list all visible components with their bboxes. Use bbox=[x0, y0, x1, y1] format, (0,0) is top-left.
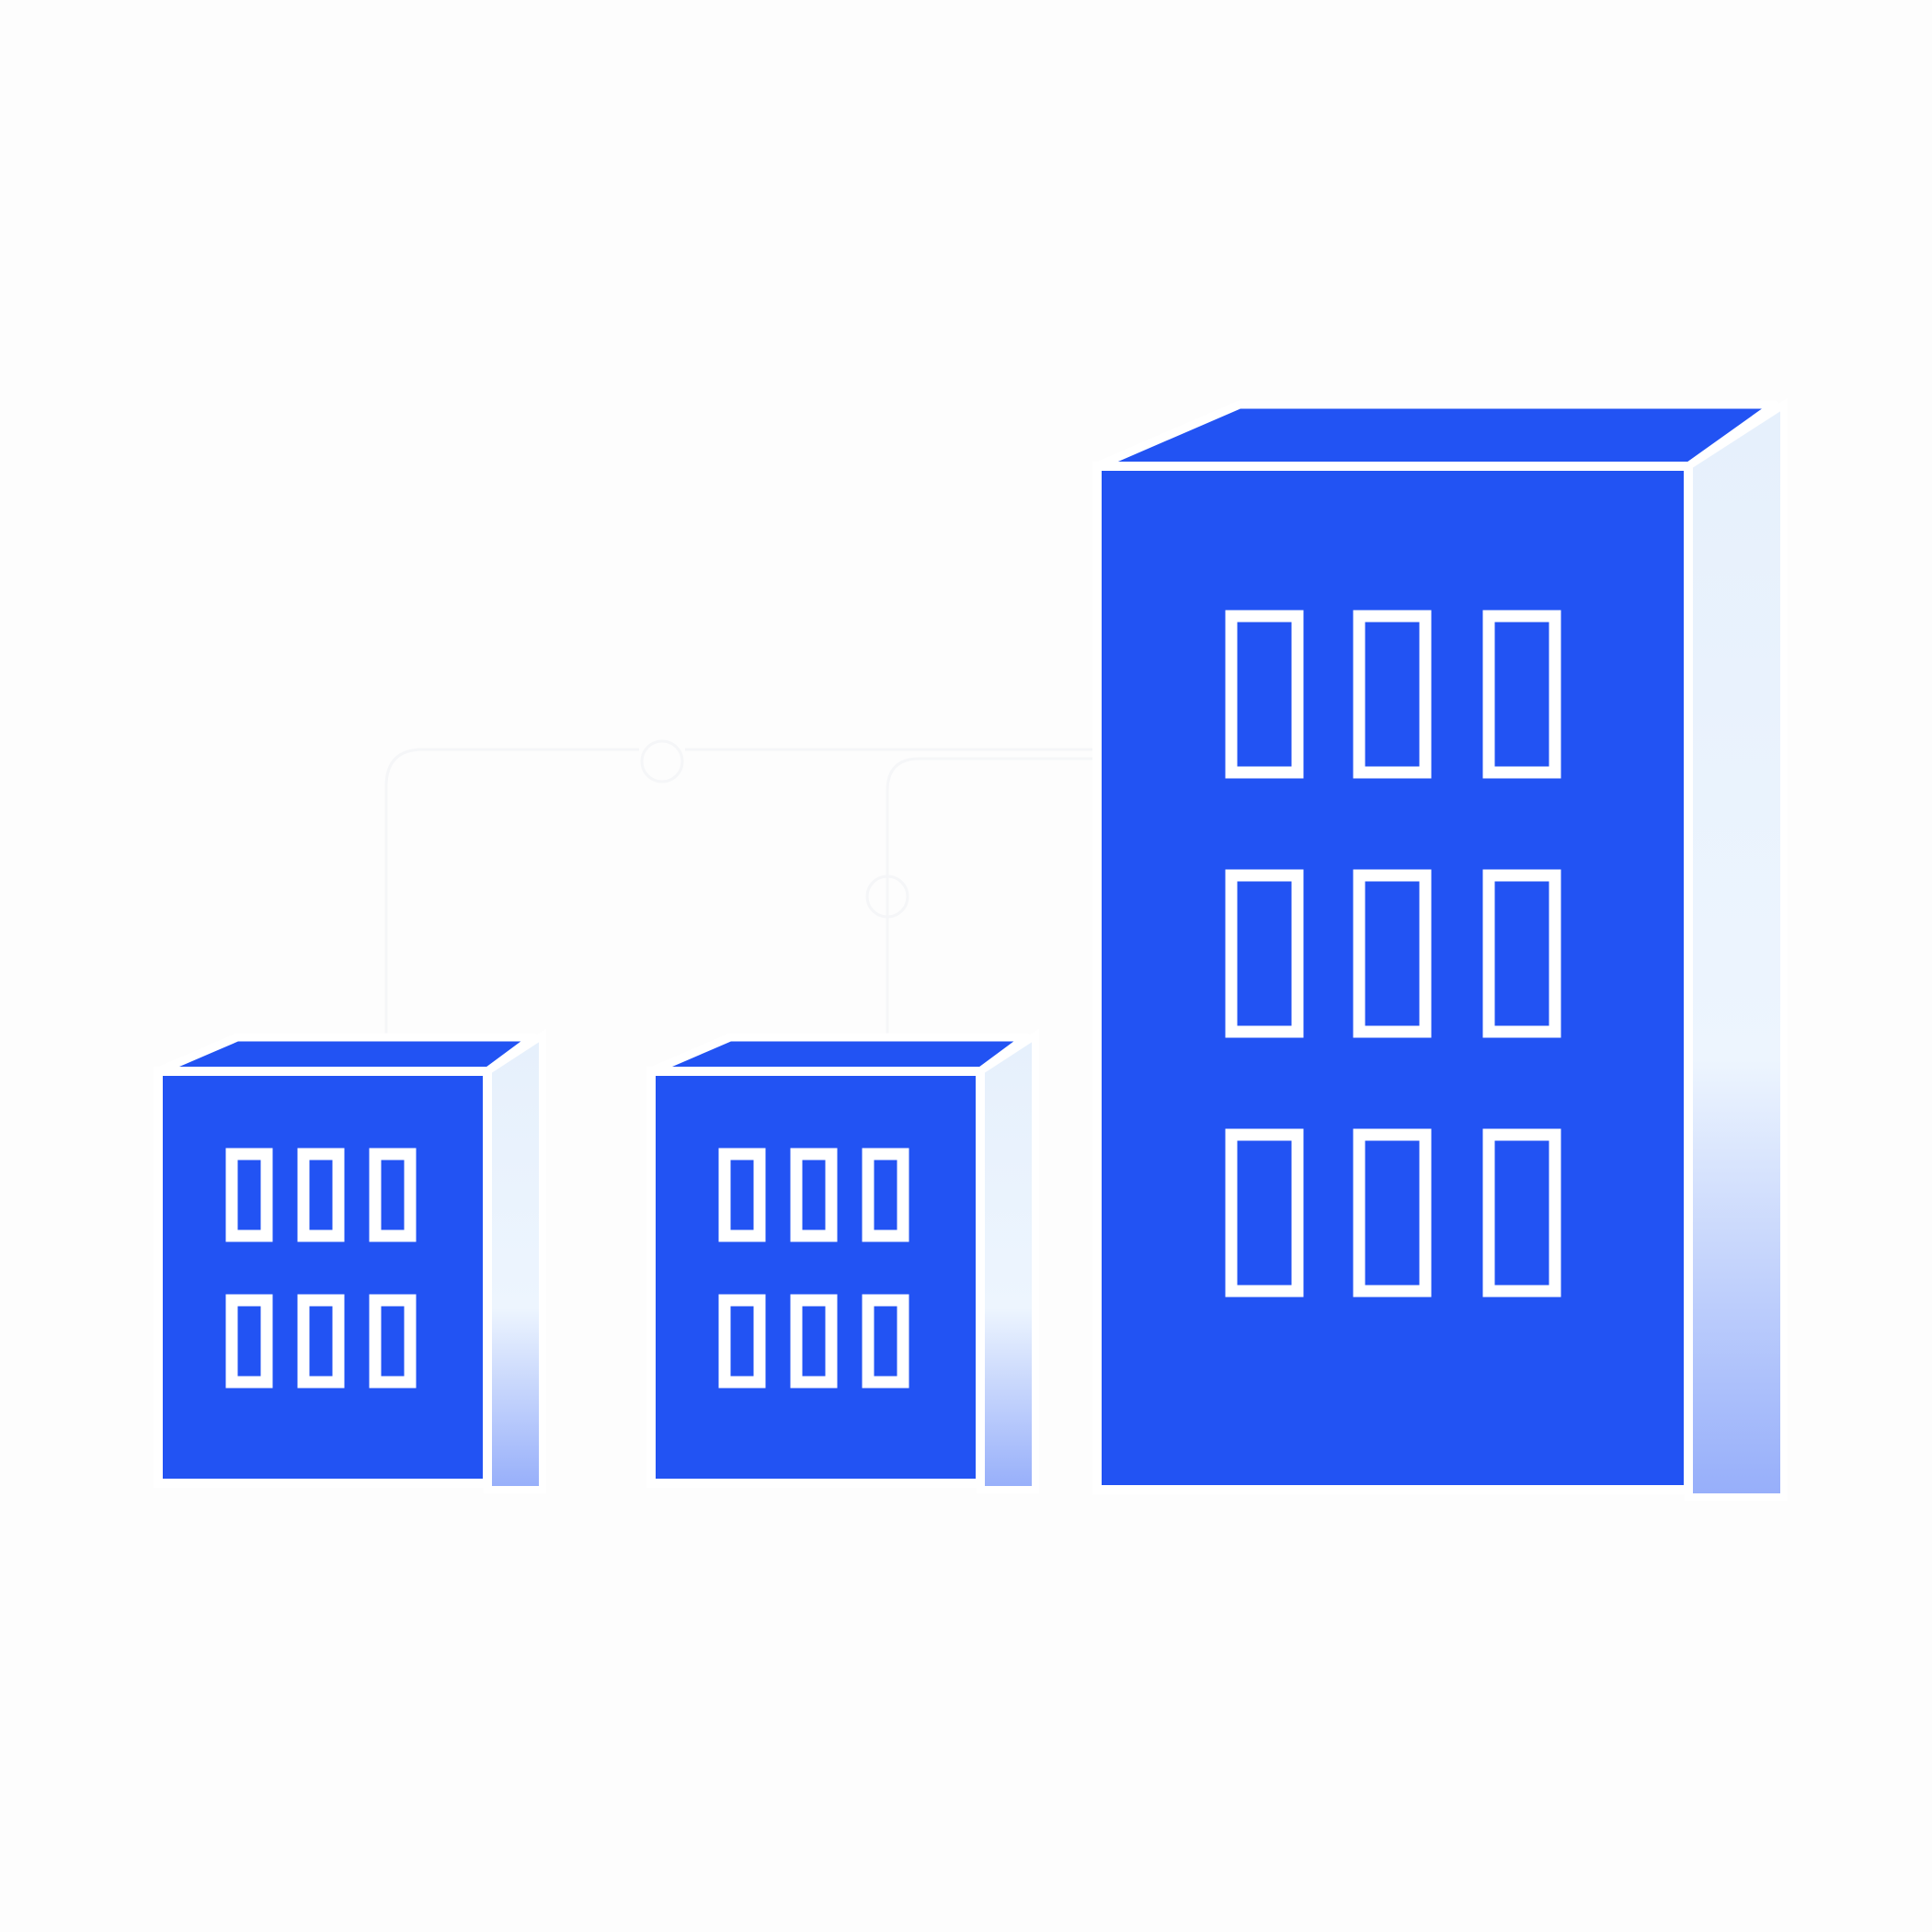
small-building-left bbox=[154, 1028, 546, 1493]
connector-outline bbox=[384, 739, 1099, 1039]
window bbox=[1225, 610, 1304, 779]
window bbox=[1482, 1128, 1561, 1298]
window bbox=[1353, 1128, 1432, 1298]
window bbox=[225, 1148, 273, 1242]
window bbox=[1482, 610, 1561, 779]
building-facade bbox=[1092, 462, 1693, 1494]
window-grid bbox=[718, 1148, 909, 1389]
window bbox=[718, 1294, 766, 1389]
window bbox=[297, 1148, 345, 1242]
window bbox=[1482, 869, 1561, 1038]
building-facade bbox=[646, 1067, 985, 1488]
building-facade bbox=[154, 1067, 492, 1488]
window bbox=[1353, 610, 1432, 779]
tall-building-right bbox=[1092, 397, 1788, 1501]
small-building-middle bbox=[646, 1028, 1039, 1493]
window bbox=[369, 1148, 417, 1242]
window-grid bbox=[1225, 610, 1561, 1298]
window-grid bbox=[225, 1148, 417, 1389]
window bbox=[790, 1294, 838, 1389]
window bbox=[862, 1148, 909, 1242]
window bbox=[862, 1294, 909, 1389]
window bbox=[297, 1294, 345, 1389]
window bbox=[790, 1148, 838, 1242]
window bbox=[225, 1294, 273, 1389]
building-side bbox=[1685, 397, 1788, 1501]
building-side bbox=[977, 1028, 1039, 1493]
window bbox=[718, 1148, 766, 1242]
window bbox=[1353, 869, 1432, 1038]
window bbox=[1225, 1128, 1304, 1298]
window bbox=[1225, 869, 1304, 1038]
window bbox=[369, 1294, 417, 1389]
building-side bbox=[484, 1028, 546, 1493]
